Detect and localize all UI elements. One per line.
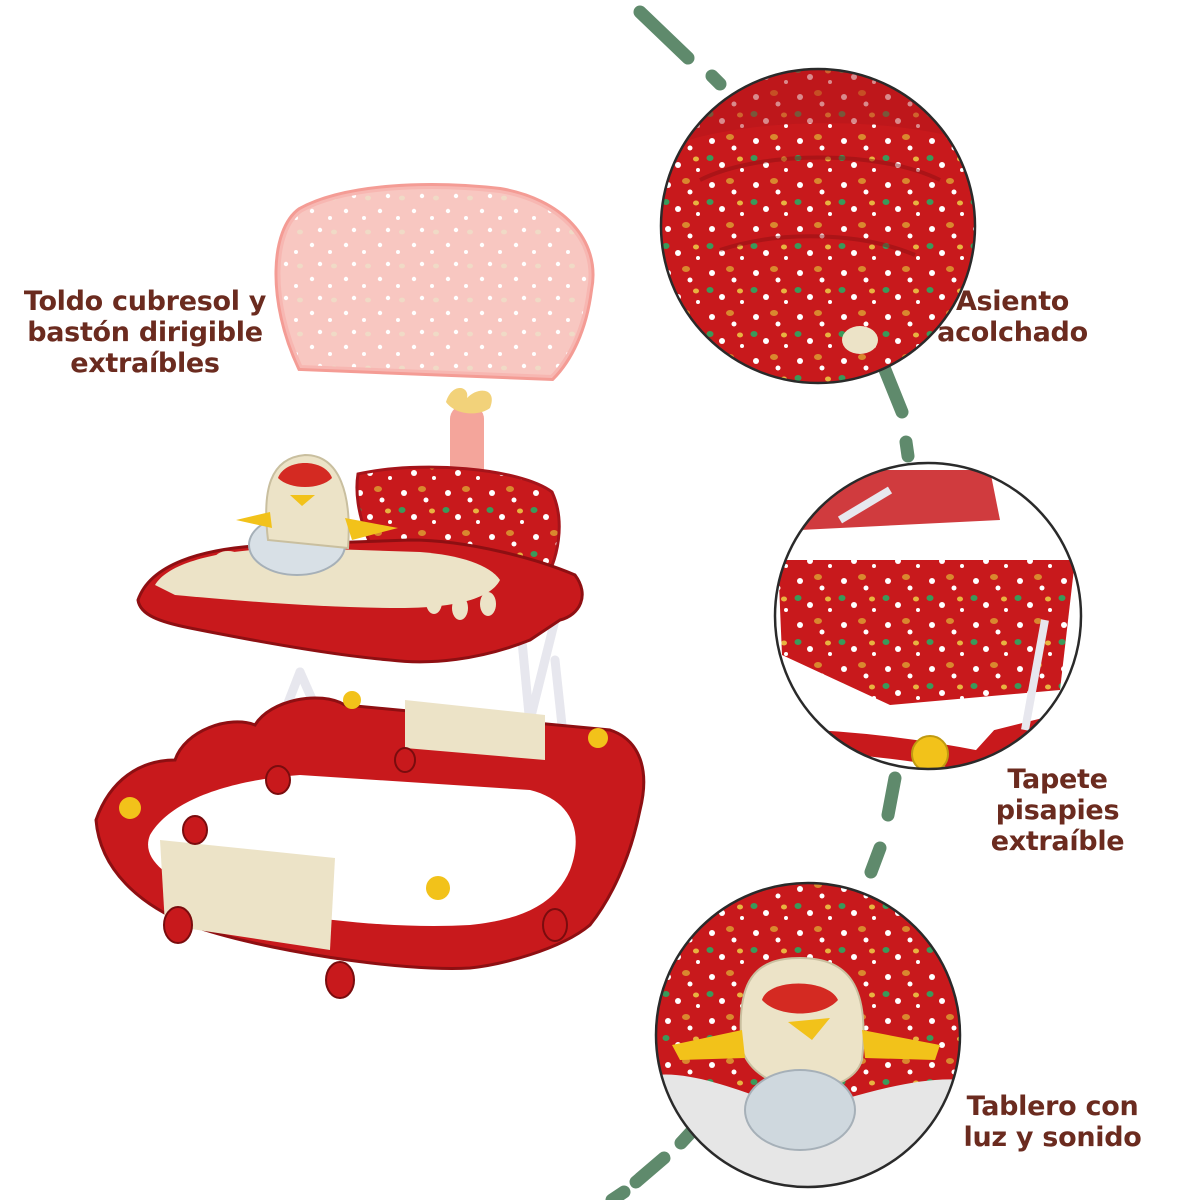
feature-label-seat: Asiento acolchado (930, 286, 1095, 348)
feature-label-line: Tablero con (966, 1091, 1139, 1122)
feature-label-line: pisapies (995, 795, 1120, 826)
walker-canopy (274, 183, 595, 382)
walker-base (94, 691, 646, 970)
detail-circle-mat (773, 461, 1083, 771)
walker-tray (136, 538, 584, 664)
feature-label-line: luz y sonido (963, 1122, 1142, 1153)
feature-label-canopy: Toldo cubresol y bastón dirigible extraí… (20, 286, 270, 379)
feature-label-mat: Tapete pisapies extraíble (985, 764, 1130, 857)
feature-label-panel: Tablero con luz y sonido (955, 1091, 1150, 1153)
detail-circle-panel (654, 881, 962, 1189)
feature-label-line: extraíble (990, 826, 1125, 857)
walker-wheels (163, 747, 568, 999)
detail-circle-seat (659, 67, 977, 385)
feature-label-line: bastón dirigible (27, 317, 263, 348)
feature-label-line: extraíbles (70, 348, 220, 379)
feature-label-line: Toldo cubresol y (23, 286, 267, 317)
feature-label-line: Tapete (1007, 764, 1108, 795)
feature-label-line: Asiento (955, 286, 1070, 317)
walker-penguin-toy (236, 453, 398, 576)
feature-label-line: acolchado (937, 317, 1088, 348)
